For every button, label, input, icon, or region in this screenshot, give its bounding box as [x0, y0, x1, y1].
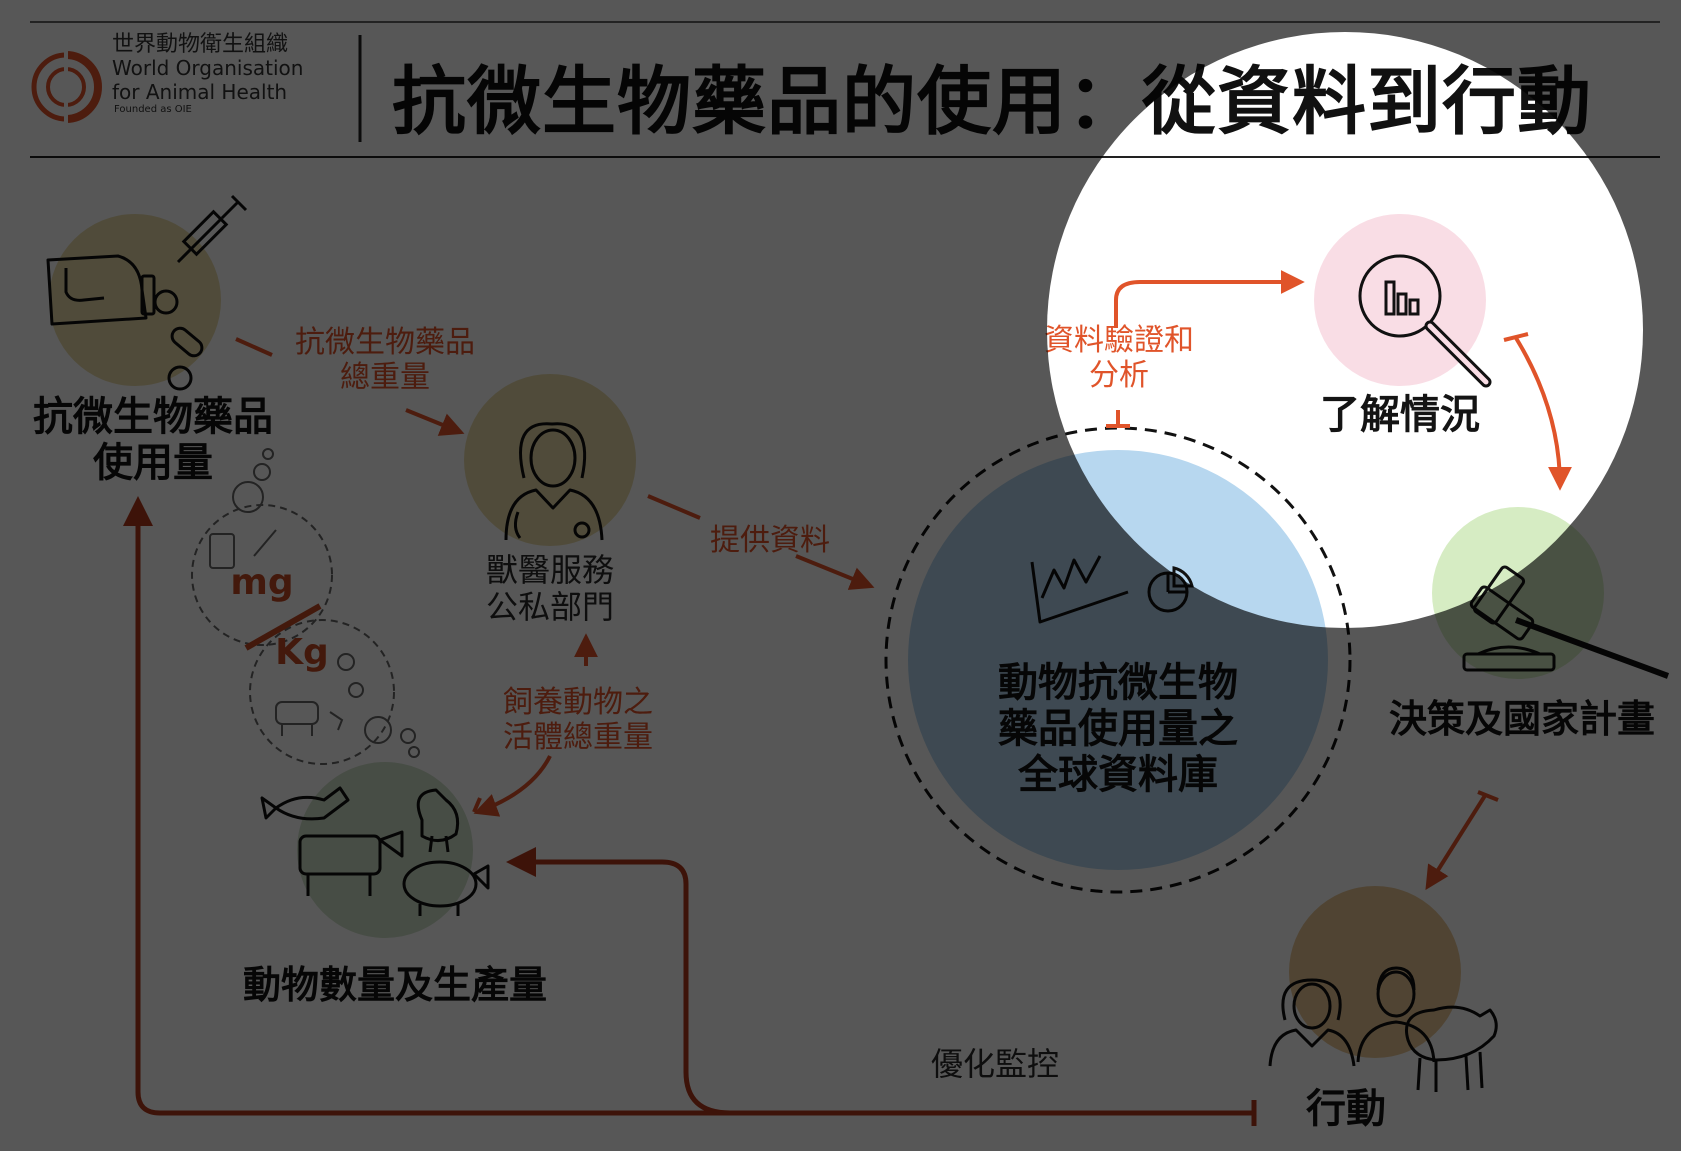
arrow-data-to-database [795, 554, 875, 590]
vet-circle [464, 374, 636, 546]
org-name-en-1: World Organisation [112, 56, 304, 80]
arrow-weight-to-vet [405, 408, 465, 436]
flow-total-weight: 抗微生物藥品 總重量 [295, 325, 475, 395]
unit-bubbles [191, 448, 420, 765]
node-vet: 獸醫服務 公私部門 [485, 551, 614, 626]
org-founded: Founded as OIE [114, 104, 192, 115]
arrow-amu-to-weight [235, 337, 273, 357]
arrow-biomass-from-animals [473, 755, 552, 817]
node-animals: 動物數量及生產量 [242, 963, 547, 1007]
flow-optimize: 優化監控 [930, 1045, 1059, 1083]
flow-validation: 資料驗證和 分析 [1044, 323, 1194, 393]
arrow-vet-to-data [647, 494, 701, 520]
flow-biomass: 飼養動物之 活體總重量 [503, 685, 653, 755]
unit-kg: Kg [275, 632, 329, 673]
unit-mg: mg [230, 562, 294, 603]
node-understand: 了解情況 [1320, 392, 1480, 438]
node-amu: 抗微生物藥品 使用量 [33, 394, 273, 486]
flow-provide-data: 提供資料 [710, 523, 830, 558]
arrow-validation-to-understand [1114, 270, 1305, 328]
org-name-en-2: for Animal Health [112, 80, 288, 104]
node-action: 行動 [1306, 1086, 1386, 1132]
page-title: 抗微生物藥品的使用：從資料到行動 [392, 59, 1592, 145]
node-decision: 決策及國家計畫 [1388, 697, 1655, 741]
action-circle [1289, 886, 1461, 1058]
arrow-understand-to-decision [1514, 336, 1572, 491]
syringe-icon [176, 194, 248, 264]
logo-icon [31, 50, 102, 124]
node-database: 動物抗微生物 藥品使用量之 全球資料庫 [998, 660, 1238, 798]
org-name-zh: 世界動物衛生組織 [112, 32, 289, 57]
arrow-decision-to-action [1425, 792, 1488, 891]
tee-validation [1106, 410, 1130, 428]
